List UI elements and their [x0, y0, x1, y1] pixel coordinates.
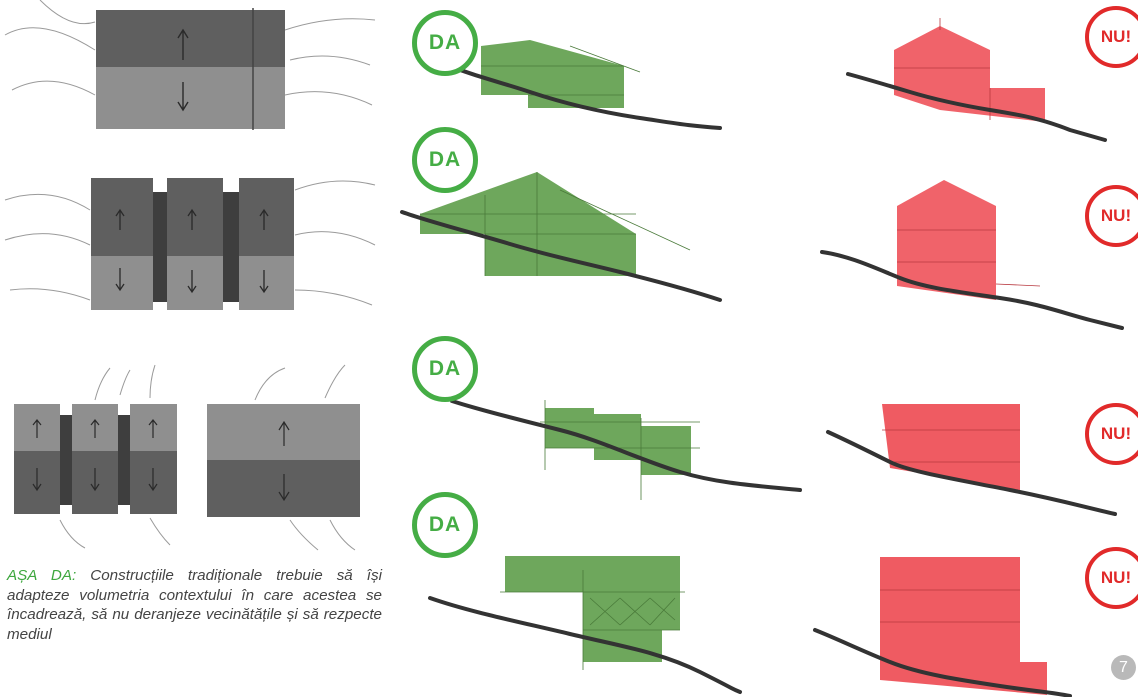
arrow-up-icon: [177, 28, 189, 60]
nu-label: NU!: [1100, 568, 1132, 587]
terrain-line: [846, 72, 1107, 142]
caption-text: AȘA DA: Construcțiile tradiționale trebu…: [7, 566, 382, 644]
page-number: 7: [1111, 655, 1136, 680]
arrow-up-icon: [187, 208, 197, 230]
da-section-1: [438, 40, 722, 130]
da-section-3: [450, 399, 802, 500]
da-section-4: [428, 556, 742, 694]
da-label: DA: [428, 31, 462, 54]
plan-block-1: [96, 8, 285, 130]
nu-section-3: [826, 404, 1117, 516]
plan-block-2: [91, 178, 294, 310]
da-label: DA: [428, 357, 462, 380]
arrow-down-icon: [148, 468, 158, 492]
plan-sketch-2: [4, 180, 376, 306]
plan-sketch-1: [4, 0, 376, 106]
caption-body: Construcțiile tradiționale trebuie să îș…: [7, 567, 382, 643]
arrow-down-icon: [259, 270, 269, 294]
arrow-down-icon: [177, 82, 189, 112]
terrain-line: [428, 596, 742, 694]
terrain-line: [826, 430, 1117, 516]
arrow-down-icon: [278, 474, 290, 502]
arrow-up-icon: [90, 419, 100, 438]
nu-section-2: [820, 180, 1124, 330]
arrow-up-icon: [32, 419, 42, 438]
arrow-down-icon: [115, 268, 125, 292]
da-badge: DA: [412, 10, 478, 76]
terrain-line: [820, 250, 1124, 330]
nu-section-1: [846, 18, 1107, 142]
nu-label: NU!: [1100, 206, 1132, 225]
da-badge: DA: [412, 492, 478, 558]
arrow-up-icon: [259, 208, 269, 230]
caption-lead: AȘA DA:: [7, 567, 77, 584]
nu-badge: NU!: [1085, 185, 1138, 247]
arrow-down-icon: [187, 270, 197, 294]
terrain-line: [813, 628, 1072, 697]
nu-label: NU!: [1100, 27, 1132, 46]
da-badge: DA: [412, 127, 478, 193]
arrow-up-icon: [148, 419, 158, 438]
terrain-line: [438, 60, 722, 130]
da-label: DA: [428, 148, 462, 171]
nu-badge: NU!: [1085, 6, 1138, 68]
da-badge: DA: [412, 336, 478, 402]
terrain-line: [450, 399, 802, 492]
plan-sketch-3: [59, 364, 356, 551]
arrow-up-icon: [278, 420, 290, 446]
arrow-down-icon: [90, 468, 100, 492]
nu-section-4: [813, 557, 1072, 697]
nu-badge: NU!: [1085, 547, 1138, 609]
nu-badge: NU!: [1085, 403, 1138, 465]
arrow-down-icon: [32, 468, 42, 492]
nu-label: NU!: [1100, 424, 1132, 443]
arrow-up-icon: [115, 208, 125, 230]
terrain-line: [400, 210, 722, 302]
da-label: DA: [428, 513, 462, 536]
da-section-2: [400, 172, 722, 302]
